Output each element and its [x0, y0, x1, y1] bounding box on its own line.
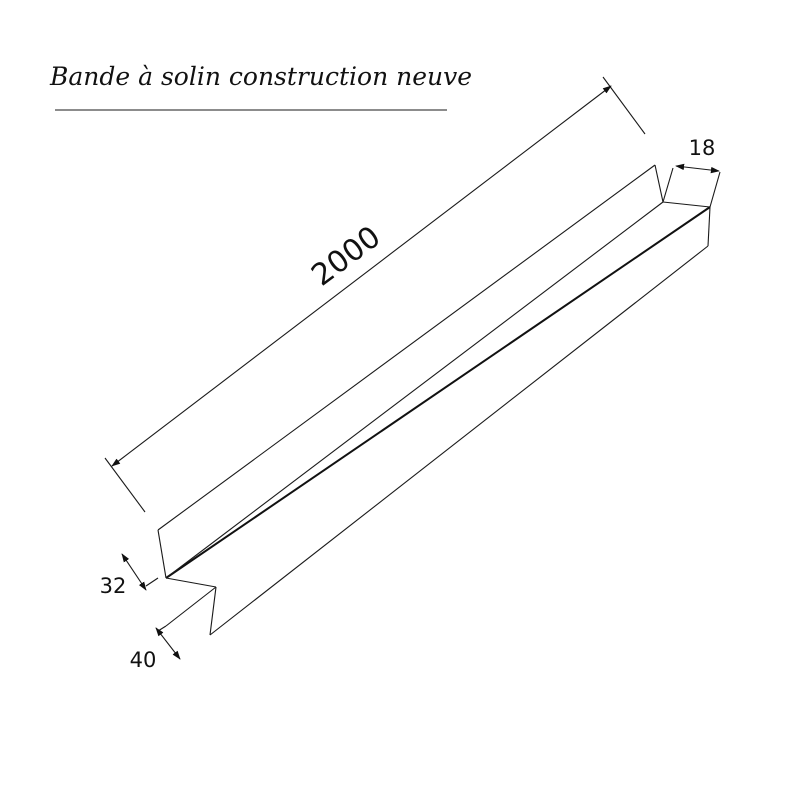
height-dimension-line	[121, 553, 147, 591]
length-extension-far	[602, 76, 646, 135]
length-extension-near	[104, 457, 146, 513]
top-width-dimension-line	[675, 163, 720, 174]
length-label: 2000	[305, 219, 387, 293]
height-dimension: 32	[100, 553, 159, 598]
top-width-dimension: 18	[662, 136, 721, 208]
bottom-flange-edge	[165, 586, 217, 627]
height-label: 32	[100, 574, 127, 598]
top-surface-near-edge	[165, 577, 217, 588]
top-width-extension-near	[662, 167, 674, 203]
diagram-title: Bande à solin construction neuve	[49, 62, 472, 91]
length-dimension-line	[111, 85, 612, 467]
inner-fold-edge	[165, 206, 711, 579]
back-flange-top-edge	[157, 164, 656, 531]
back-flange-far-edge	[654, 164, 664, 203]
base-width-label: 40	[130, 648, 157, 672]
top-width-label: 18	[689, 136, 716, 160]
flashing-profile	[157, 164, 711, 636]
top-surface-far-edge	[662, 201, 711, 208]
top-width-extension-far	[709, 171, 721, 208]
length-dimension: 2000	[104, 76, 646, 513]
front-face-far-edge	[707, 206, 711, 247]
height-extension	[145, 577, 159, 587]
base-width-dimension: 40	[130, 625, 181, 672]
top-surface-back-edge	[165, 201, 664, 579]
base-width-extension	[157, 625, 167, 632]
front-face-near-edge	[209, 586, 217, 636]
base-width-dimension-line	[155, 627, 181, 660]
front-face-bottom-edge	[209, 245, 709, 636]
back-flange-near-edge	[157, 529, 167, 579]
